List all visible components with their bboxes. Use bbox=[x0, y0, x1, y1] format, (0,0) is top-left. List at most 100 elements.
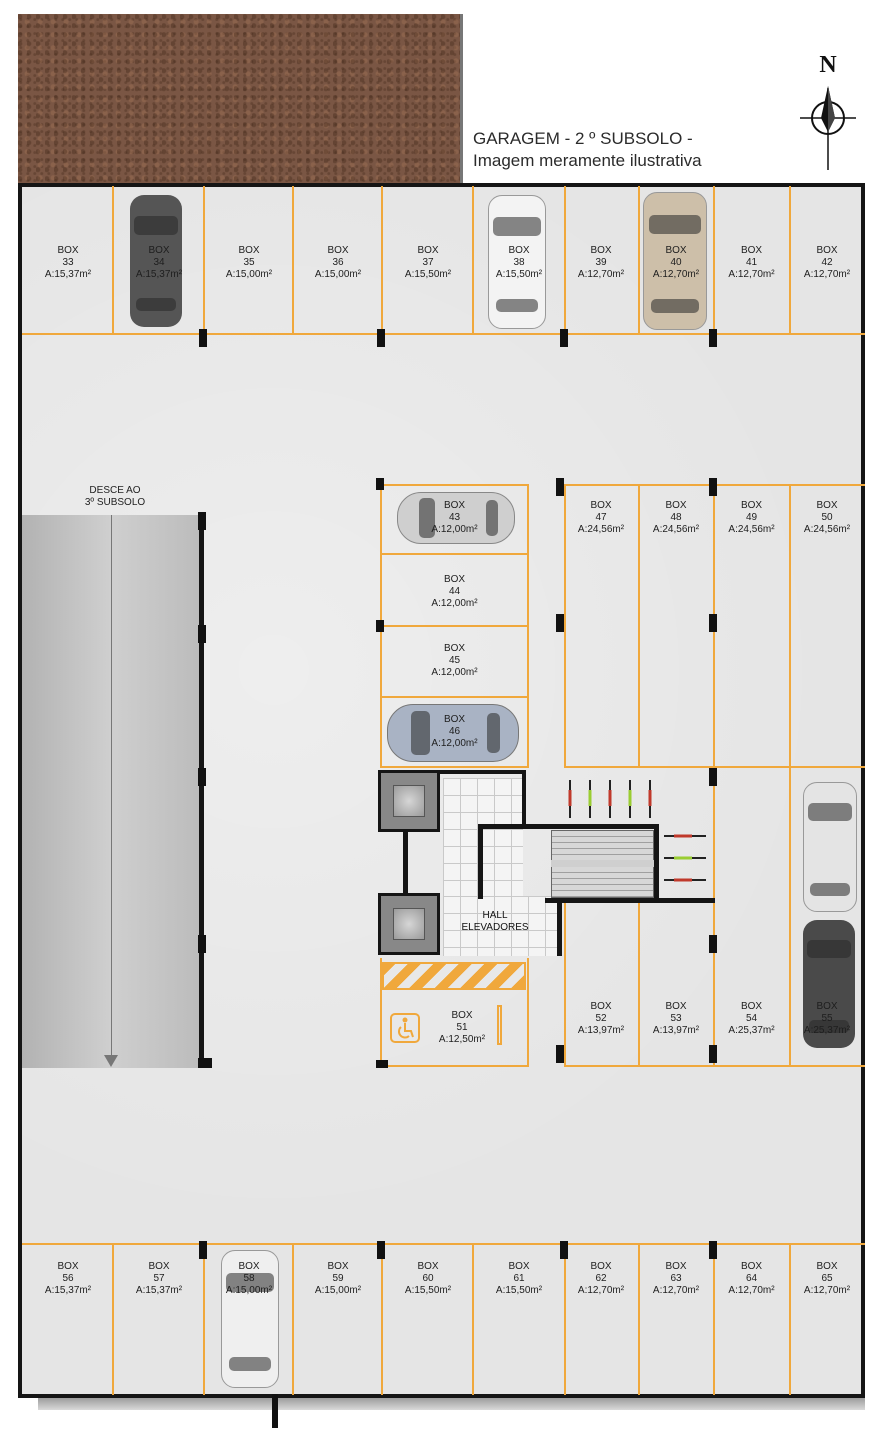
pillar bbox=[199, 1241, 207, 1259]
stall-divider bbox=[638, 1243, 640, 1395]
core-wall bbox=[522, 770, 526, 825]
pillar bbox=[560, 1241, 568, 1259]
elevator-shaft bbox=[378, 770, 440, 832]
pillar bbox=[198, 768, 206, 786]
stall-divider bbox=[638, 484, 640, 768]
stall-divider bbox=[564, 186, 566, 334]
hall-label: HALL ELEVADORES bbox=[445, 910, 545, 934]
hall-floor bbox=[443, 778, 523, 896]
pillar bbox=[377, 1241, 385, 1259]
stall-divider bbox=[789, 1243, 791, 1395]
stall-divider bbox=[527, 958, 529, 1067]
stall-divider bbox=[789, 484, 791, 768]
pillar bbox=[709, 614, 717, 632]
stall-divider bbox=[564, 900, 566, 1067]
pillar bbox=[556, 1045, 564, 1063]
core-wall bbox=[545, 898, 715, 903]
ramp-arrow-icon bbox=[104, 1055, 118, 1067]
stall-divider bbox=[203, 186, 205, 334]
ramp-label-line1: DESCE AO bbox=[89, 485, 141, 496]
pillar bbox=[376, 1060, 388, 1068]
stair-landing bbox=[551, 860, 654, 867]
stall-divider bbox=[380, 696, 529, 698]
compass-icon bbox=[800, 86, 856, 170]
pillar bbox=[377, 329, 385, 347]
stall-divider bbox=[292, 1243, 294, 1395]
stall-divider bbox=[713, 1243, 715, 1395]
stall-divider bbox=[381, 1243, 383, 1395]
caption-title: GARAGEM - 2 º SUBSOLO - bbox=[473, 129, 693, 148]
elevator-shaft bbox=[378, 893, 440, 955]
stall-divider bbox=[789, 186, 791, 334]
hatched-zone bbox=[382, 962, 526, 990]
car bbox=[221, 1250, 279, 1388]
core-wall bbox=[403, 832, 408, 894]
stall-divider bbox=[381, 186, 383, 334]
stall-divider bbox=[292, 186, 294, 334]
car bbox=[803, 782, 857, 912]
stall-divider bbox=[638, 900, 640, 1067]
pillar bbox=[199, 329, 207, 347]
pillar bbox=[198, 935, 206, 953]
car bbox=[130, 195, 182, 327]
pillar bbox=[556, 614, 564, 632]
stall-divider bbox=[380, 484, 529, 486]
car bbox=[397, 492, 515, 544]
stall-divider bbox=[380, 766, 529, 768]
descent-ramp bbox=[22, 515, 199, 1068]
stall-divider bbox=[713, 186, 715, 334]
caption-subtitle: Imagem meramente ilustrativa bbox=[473, 151, 702, 170]
pillar bbox=[376, 620, 384, 632]
pillar bbox=[709, 329, 717, 347]
stall-divider bbox=[203, 1243, 205, 1395]
accessibility-icon bbox=[390, 1013, 420, 1043]
pillar bbox=[376, 478, 384, 490]
stall-line-top bbox=[22, 333, 865, 335]
stall-divider bbox=[472, 1243, 474, 1395]
stall-divider bbox=[472, 186, 474, 334]
pillar bbox=[709, 768, 717, 786]
core-wall bbox=[557, 898, 562, 956]
plan-caption: GARAGEM - 2 º SUBSOLO - Imagem meramente… bbox=[473, 128, 702, 172]
stall-divider bbox=[380, 625, 529, 627]
stall-divider bbox=[638, 186, 640, 334]
ramp-label: DESCE AO 3º SUBSOLO bbox=[60, 485, 170, 509]
ramp-direction-line bbox=[111, 515, 112, 1063]
stall-line-bottom bbox=[22, 1243, 865, 1245]
car bbox=[643, 192, 707, 330]
stall-divider bbox=[564, 1243, 566, 1395]
stall-divider bbox=[112, 186, 114, 334]
floor-shadow bbox=[38, 1398, 865, 1410]
bicycle-rack-icon bbox=[568, 780, 652, 818]
core-wall bbox=[478, 824, 658, 829]
stall-divider bbox=[380, 553, 529, 555]
core-wall bbox=[478, 824, 483, 899]
stall-divider bbox=[713, 768, 715, 1067]
pillar bbox=[709, 935, 717, 953]
stall-divider bbox=[112, 1243, 114, 1395]
